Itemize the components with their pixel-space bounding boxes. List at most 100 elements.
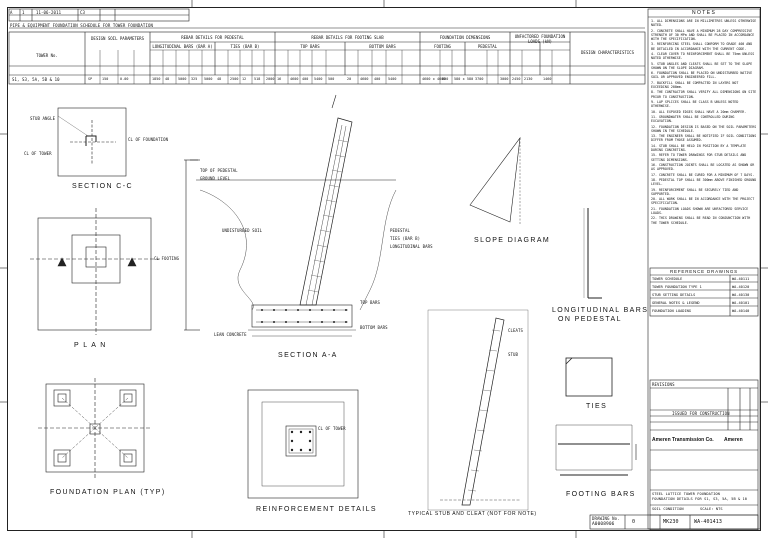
- reference-desc: TOWER FOUNDATION TYPE 1: [652, 285, 702, 289]
- label-typical-stub: TYPICAL STUB AND CLEAT (NOT FOR NOTE): [408, 511, 537, 517]
- schedule-dimensions-header: FOUNDATION DIMENSIONS: [439, 35, 491, 40]
- schedule-cell: 16: [277, 77, 282, 81]
- schedule-cell: 2450: [512, 77, 521, 81]
- label-section-cc: SECTION C-C: [72, 183, 133, 190]
- schedule-cell: 0.00: [120, 77, 129, 81]
- label-plan: P L A N: [74, 342, 107, 349]
- references-title: REFERENCE DRAWINGS: [670, 269, 738, 274]
- note-item: 12. FOUNDATION DESIGN IS BASED ON THE SO…: [651, 124, 757, 133]
- callout-bottom-bars: BOTTOM BARS: [360, 325, 388, 330]
- label-section-aa: SECTION A-A: [278, 352, 338, 359]
- note-item: 15. REFER TO TOWER DRAWINGS FOR STUB DET…: [651, 153, 747, 162]
- schedule-cell: 4600: [360, 77, 369, 81]
- label-on-pedestal: ON PEDESTAL: [558, 316, 622, 323]
- schedule-cell: 5000: [178, 77, 187, 81]
- schedule-cell: 5400: [314, 77, 323, 81]
- schedule-cell: 400: [374, 77, 381, 81]
- header-cell-2: 1: [22, 10, 25, 15]
- schedule-cell: 2130: [524, 77, 533, 81]
- schedule-cell: 1850: [152, 77, 161, 81]
- header-date: 11-06-2011: [36, 10, 62, 15]
- schedule-tower-no-header: TOWER No.: [36, 53, 58, 58]
- schedule-soil-header: DESIGN SOIL PARAMETERS: [91, 36, 144, 41]
- callout-cl-tower-cc: CL OF TOWER: [24, 151, 52, 156]
- note-item: 7. BACKFILL SHALL BE COMPACTED IN LAYERS…: [651, 80, 739, 89]
- header-cell-3: C3: [80, 10, 86, 15]
- schedule-footing-sub: FOOTING: [434, 44, 451, 49]
- callout-long-bars: LONGITUDINAL BARS: [390, 244, 433, 249]
- callout-ground-level: GROUND LEVEL: [200, 176, 231, 181]
- note-item: 3. REINFORCING STEEL SHALL CONFORM TO GR…: [651, 42, 753, 51]
- reference-number: WA-40120: [732, 285, 750, 289]
- label-reinforcement: REINFORCEMENT DETAILS: [256, 506, 377, 513]
- reference-number: WA-40111: [732, 277, 750, 281]
- revisions-title: REVISIONS: [652, 382, 675, 387]
- schedule-cell: 3700: [475, 77, 484, 81]
- drawing-title-line-2: FOUNDATION DETAILS FOR S1, S3, 5A, 5B & …: [652, 497, 748, 501]
- note-item: 11. GROUNDWATER SHALL BE CONTROLLED DURI…: [651, 115, 735, 124]
- reference-desc: STUB SETTING DETAILS: [652, 293, 696, 297]
- revision-row: ISSUED FOR CONSTRUCTION: [672, 411, 730, 416]
- scale-label: SCALE: NTS: [700, 507, 723, 511]
- note-item: 18. PEDESTAL TOP SHALL BE 300mm ABOVE FI…: [651, 178, 757, 187]
- sheet-code: MK230: [663, 519, 679, 525]
- note-item: 17. CONCRETE SHALL BE CURED FOR A MINIMU…: [651, 172, 755, 177]
- note-item: 5. STUB ANGLES AND CLEATS SHALL BE SET T…: [651, 61, 753, 70]
- note-item: 13. THE ENGINEER SHALL BE NOTIFIED IF SO…: [651, 134, 757, 143]
- label-foundation-plan: FOUNDATION PLAN (TYP): [50, 489, 166, 496]
- schedule-cell: 2000: [266, 77, 275, 81]
- schedule-cell: 580 x 580: [454, 77, 474, 81]
- note-item: 1. ALL DIMENSIONS ARE IN MILLIMETRES UNL…: [651, 19, 757, 28]
- schedule-cell: 3000: [500, 77, 509, 81]
- note-item: 20. ALL WORK SHALL BE IN ACCORDANCE WITH…: [651, 197, 755, 206]
- company-left-logo: Ameren Transmission Co.: [652, 437, 714, 443]
- schedule-cell: 48: [165, 77, 170, 81]
- schedule-cell: 5000: [204, 77, 213, 81]
- reference-number: WA-40140: [732, 309, 750, 313]
- callout-stub-angle: STUB ANGLE: [30, 116, 56, 121]
- callout-ties: TIES (BAR B): [390, 236, 421, 241]
- schedule-cell: 12: [242, 77, 247, 81]
- schedule-row-tower: S1, S3, 5A, 5B & 10: [12, 77, 60, 82]
- label-ties: TIES: [586, 403, 608, 410]
- schedule-cell: 400: [302, 77, 309, 81]
- schedule-ties-sub: TIES (BAR B): [230, 44, 260, 49]
- schedule-cell: 800: [442, 77, 449, 81]
- schedule-cell: 500: [328, 77, 335, 81]
- schedule-cell: 518: [254, 77, 261, 81]
- schedule-cell: 4600: [290, 77, 299, 81]
- header-cell-1: A: [10, 10, 13, 15]
- schedule-design-char-header: DESIGN CHARACTERISTICS: [581, 50, 634, 55]
- callout-top-bars: TOP BARS: [360, 300, 381, 305]
- contract-no: A0008906: [592, 522, 615, 527]
- drawing-number: WA-401413: [694, 519, 722, 525]
- note-item: 10. ALL EXPOSED EDGES SHALL HAVE A 20mm …: [651, 109, 747, 114]
- note-item: 6. FOUNDATION SHALL BE PLACED ON UNDISTU…: [651, 71, 753, 80]
- callout-cl-foundation-plan: CL FOOTING: [154, 256, 180, 261]
- schedule-cell: 325: [191, 77, 198, 81]
- schedule-cell: 5400: [388, 77, 397, 81]
- note-item: 2. CONCRETE SHALL HAVE A MINIMUM 28 DAY …: [651, 28, 755, 41]
- reference-desc: TOWER SCHEDULE: [652, 277, 683, 281]
- schedule-cell: 1460: [543, 77, 552, 81]
- note-item: 4. CLEAR COVER TO REINFORCEMENT SHALL BE…: [651, 52, 755, 61]
- note-item: 19. REINFORCEMENT SHALL BE SECURELY TIED…: [651, 187, 739, 196]
- schedule-pedestal-header: REBAR DETAILS FOR PEDESTAL: [181, 35, 244, 40]
- schedule-cell: 150: [102, 77, 109, 81]
- schedule-cell: SP: [88, 77, 93, 81]
- note-item: 22. THIS DRAWING SHALL BE READ IN CONJUN…: [651, 216, 751, 225]
- callout-lean-concrete: LEAN CONCRETE: [214, 332, 247, 337]
- callout-undisturbed: UNDISTURBED SOIL: [222, 228, 263, 233]
- schedule-cell: 4600 x 4600: [422, 77, 446, 81]
- notes-title: NOTES: [692, 10, 717, 16]
- sheet-frame: [7, 7, 761, 531]
- schedule-cell: 48: [217, 77, 222, 81]
- schedule-footing-slab-header: REBAR DETAILS FOR FOOTING SLAB: [311, 35, 384, 40]
- note-item: 9. LAP SPLICES SHALL BE CLASS B UNLESS N…: [651, 100, 739, 109]
- callout-cl-tower-reinf: CL OF TOWER: [318, 426, 346, 431]
- reference-desc: FOUNDATION LOADING: [652, 309, 691, 313]
- label-longitudinal-bars: LONGITUDINAL BARS: [552, 307, 649, 314]
- company-right-logo: Ameren: [724, 437, 743, 443]
- drawing-no-label: DRAWING No.: [592, 516, 620, 521]
